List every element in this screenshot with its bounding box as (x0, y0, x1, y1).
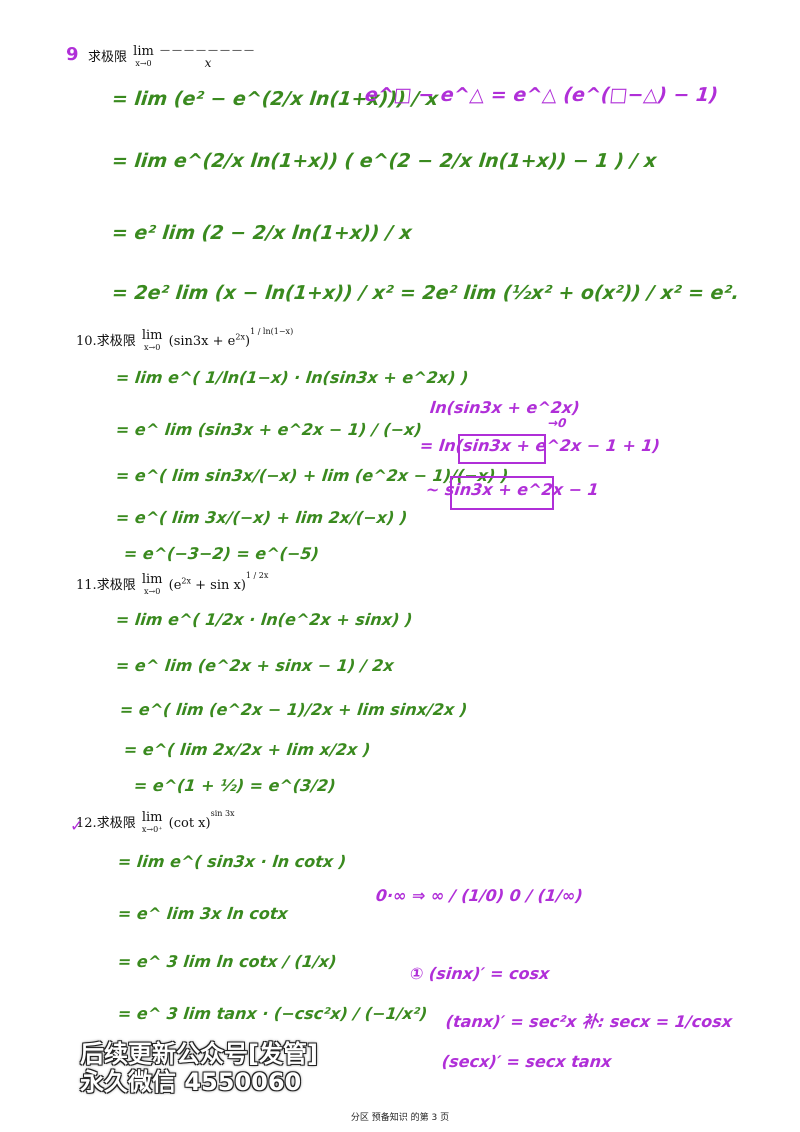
problem-stem: 求极限 (96, 816, 136, 831)
p10-arrow-to-zero: →0 (547, 416, 568, 430)
p9-identity-note: e^□ − e^△ = e^△ (e^(□−△) − 1) (363, 84, 720, 106)
p12-note-zero-times-infinity: 0·∞ ⇒ ∞ / (1/0) 0 / (1/∞) (375, 886, 584, 905)
problem-12-checkmark-icon: ✓ (70, 816, 84, 835)
p10-note-line-1: ln(sin3x + e^2x) (429, 398, 581, 417)
p12-note-derivative-sin: ① (sinx)′ = cosx (409, 964, 551, 983)
watermark-line-1: 后续更新公众号[发管] (80, 1040, 318, 1068)
page-footer: 分区 预备知识 的第 3 页 (350, 1113, 450, 1123)
watermark-line-2: 永久微信 4550060 (80, 1068, 302, 1096)
p10-step-5: = e^(−3−2) = e^(−5) (123, 544, 320, 563)
p11-step-1: = lim e^( 1/2x · ln(e^2x + sinx) ) (115, 610, 414, 629)
p12-note-derivative-sec: (secx)′ = secx tanx (441, 1052, 613, 1071)
p9-step-4: = 2e² lim (x − ln(1+x)) / x² = 2e² lim (… (110, 282, 741, 304)
p10-box-1 (458, 434, 546, 464)
p9-step-2: = lim e^(2/x ln(1+x)) ( e^(2 − 2/x ln(1+… (110, 150, 658, 172)
p12-step-4: = e^ 3 lim tanx · (−csc²x) / (−1/x²) (117, 1004, 429, 1023)
problem-number: 10. (76, 334, 97, 349)
p11-step-5: = e^(1 + ½) = e^(3/2) (133, 776, 337, 795)
problem-number: 11. (76, 578, 97, 593)
p12-step-2: = e^ lim 3x ln cotx (117, 904, 289, 923)
p9-step-3: = e² lim (2 − 2/x ln(1+x)) / x (110, 222, 413, 244)
problem-stem: 求极限 (88, 50, 128, 65)
p11-step-4: = e^( lim 2x/2x + lim x/2x ) (123, 740, 372, 759)
problem-9-number-mark: 9 (66, 44, 79, 65)
p10-step-1: = lim e^( 1/ln(1−x) · ln(sin3x + e^2x) ) (115, 368, 470, 387)
p10-box-2 (450, 476, 554, 510)
p12-note-derivative-tan: (tanx)′ = sec²x 补: secx = 1/cosx (444, 1012, 734, 1031)
problem-stem: 求极限 (96, 578, 136, 593)
p12-step-1: = lim e^( sin3x · ln cotx ) (117, 852, 348, 871)
p10-step-4: = e^( lim 3x/(−x) + lim 2x/(−x) ) (115, 508, 409, 527)
problem-stem: 求极限 (96, 334, 136, 349)
p11-step-2: = e^ lim (e^2x + sinx − 1) / 2x (115, 656, 395, 675)
fraction: ———————— x (159, 45, 256, 71)
p10-step-2: = e^ lim (sin3x + e^2x − 1) / (−x) (115, 420, 423, 439)
p11-step-3: = e^( lim (e^2x − 1)/2x + lim sinx/2x ) (119, 700, 469, 719)
p12-step-3: = e^ 3 lim ln cotx / (1/x) (117, 952, 338, 971)
watermark-overlay: 后续更新公众号[发管] 永久微信 4550060 (80, 1040, 318, 1096)
problem-number: 12. (76, 816, 97, 831)
